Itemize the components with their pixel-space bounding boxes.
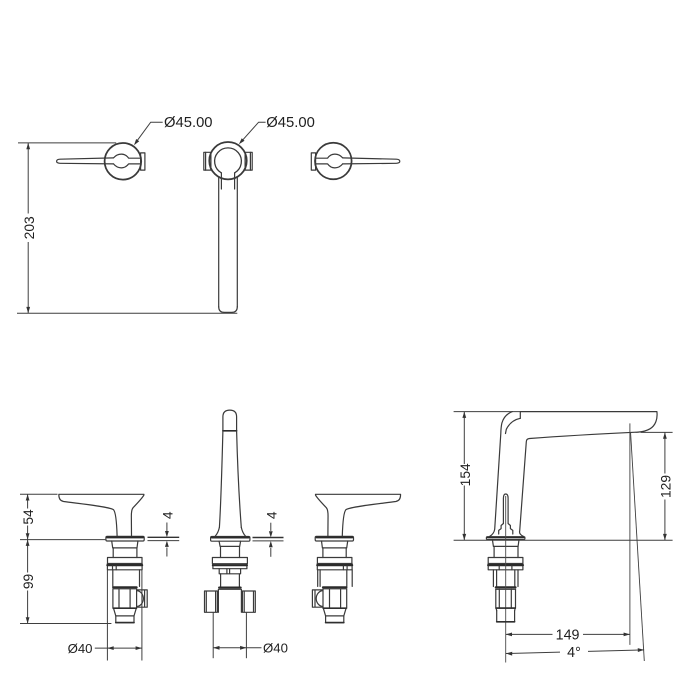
svg-text:99: 99 xyxy=(21,574,36,590)
svg-text:Ø40: Ø40 xyxy=(68,641,93,656)
svg-text:129: 129 xyxy=(659,475,674,498)
svg-text:149: 149 xyxy=(556,628,580,644)
svg-text:Ø40: Ø40 xyxy=(263,640,288,655)
svg-text:4: 4 xyxy=(264,511,279,519)
svg-text:154: 154 xyxy=(458,463,473,486)
svg-text:54: 54 xyxy=(21,509,36,525)
svg-text:Ø45.00: Ø45.00 xyxy=(266,115,315,131)
svg-text:Ø45.00: Ø45.00 xyxy=(164,115,213,131)
svg-text:4°: 4° xyxy=(567,645,581,661)
svg-text:4: 4 xyxy=(161,511,176,519)
svg-text:203: 203 xyxy=(22,216,37,239)
